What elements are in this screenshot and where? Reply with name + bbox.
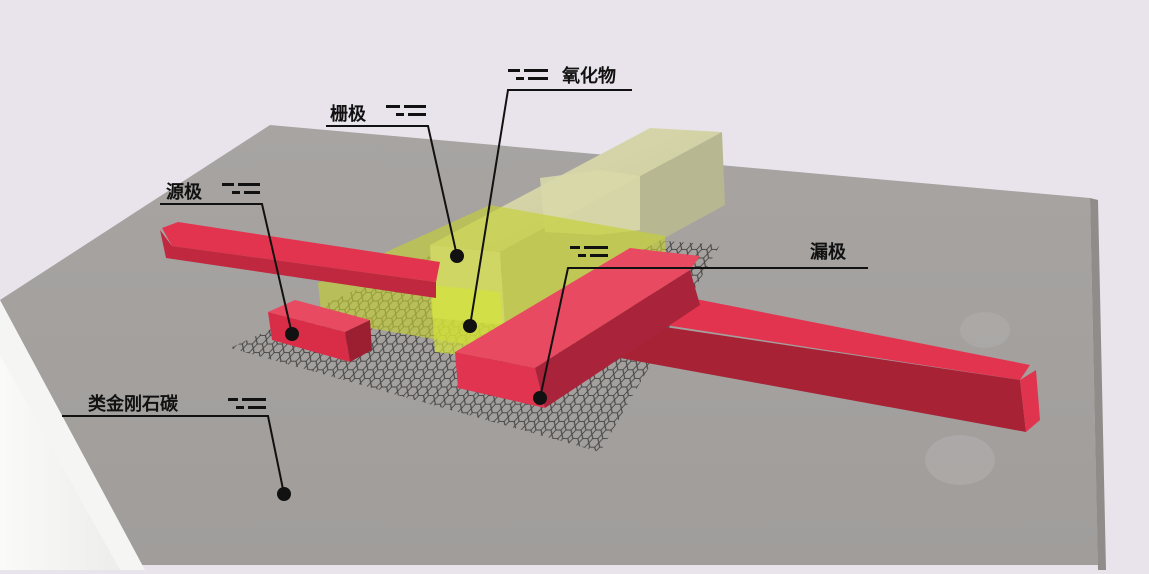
leader-dot-icon [533,391,547,405]
substrate-leader-line [62,415,285,495]
substrate-highlight [960,312,1010,348]
source-lead-top [162,222,440,282]
leader-dot-icon [450,249,464,263]
gate-leader-line [326,125,458,257]
drain-label: 漏极 [810,242,847,263]
label-dash-icon [508,69,548,80]
oxide-label: 氧化物 [561,65,616,87]
source-leader-line [160,203,293,335]
source-label: 源极 [166,181,203,203]
drain-pad-top [455,248,700,368]
substrate-highlight [925,435,995,485]
drain-lead-front [618,320,1026,432]
substrate-front-edge [0,355,120,570]
label-dash-icon [228,398,266,409]
leader-lines [62,89,868,495]
source-pad-side [345,320,372,362]
label-dash-icon [386,105,426,116]
substrate-label: 类金刚石碳 [88,393,179,415]
substrate-right-edge [1090,198,1106,570]
label-dash-icon [222,183,260,194]
labels: 源极 栅极 氧化物 漏极 类金刚石碳 [88,65,847,415]
gate-label: 栅极 [330,103,367,125]
drain-pad-front [455,352,545,408]
source-pad-top [268,300,370,332]
leader-dot-icon [463,319,477,333]
leader-dots [277,249,547,501]
oxide-leader-line [469,89,632,327]
source-pad-front [268,312,350,362]
drain-lead-top [620,290,1030,380]
drain-pad-side [535,270,700,408]
label-dash-icon [570,246,608,257]
drain-leader-line [539,267,868,399]
leader-dot-icon [285,327,299,341]
leader-dot-icon [277,487,291,501]
drain-lead-end [1020,370,1040,432]
drain-electrode [455,248,1040,432]
label-dashes [222,69,608,409]
source-lead-front [160,230,436,298]
source-electrode [160,222,440,362]
